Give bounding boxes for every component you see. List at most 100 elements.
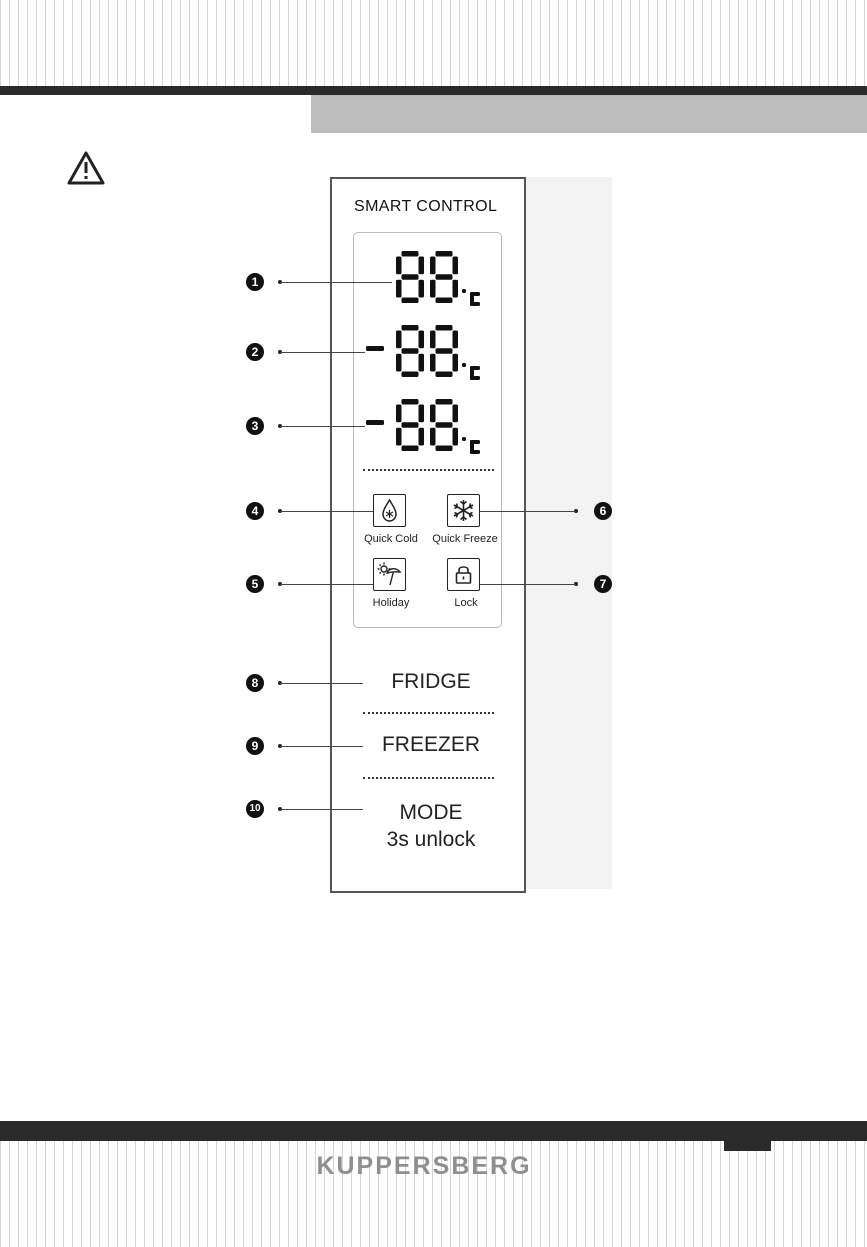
lcd-segment [435, 274, 453, 280]
fridge-temp-display [396, 251, 480, 306]
lcd-segment [401, 445, 419, 451]
leader-line [480, 584, 576, 585]
warning-triangle-icon [67, 151, 105, 185]
lcd-segment [430, 404, 436, 423]
leader-line [280, 584, 373, 585]
lcd-unit-c [470, 376, 480, 380]
lcd-unit-c [470, 366, 480, 370]
leader-line [280, 282, 392, 283]
leader-line [280, 426, 365, 427]
top-rule [0, 86, 867, 95]
mode-button[interactable]: MODE [399, 801, 463, 824]
lcd-segment [418, 353, 424, 372]
lcd-segment [401, 422, 419, 428]
lcd-segment [435, 371, 453, 377]
lcd-segment [452, 404, 458, 423]
lcd-segment [418, 330, 424, 349]
quick-cold-label: Quick Cold [364, 533, 418, 545]
lcd-segment [401, 371, 419, 377]
section-header-bar [311, 95, 867, 133]
leader-dot [574, 509, 578, 513]
lcd-segment [396, 353, 402, 372]
mode-unlock-label: 3s unlock [386, 828, 476, 851]
lcd-degree-dot [462, 363, 466, 367]
callout-number: 7 [594, 575, 612, 593]
lcd-segment [401, 325, 419, 331]
brand-logo: KUPPERSBERG [316, 1152, 532, 1180]
lcd-segment [396, 256, 402, 275]
divider [363, 712, 494, 714]
lock-label: Lock [454, 597, 478, 609]
lcd-unit-c [470, 302, 480, 306]
lcd-segment [430, 427, 436, 446]
holiday-icon[interactable] [373, 558, 406, 591]
lcd-segment [435, 422, 453, 428]
lcd-segment [401, 251, 419, 257]
lcd-unit-c [470, 450, 480, 454]
lcd-segment [452, 330, 458, 349]
lcd-segment [418, 279, 424, 298]
lcd-segment [396, 404, 402, 423]
lcd-unit-c [470, 440, 480, 444]
lcd-segment [452, 427, 458, 446]
leader-line [480, 511, 576, 512]
lock-icon[interactable] [447, 558, 480, 591]
lcd-segment [401, 348, 419, 354]
lcd-segment [435, 399, 453, 405]
leader-line [280, 746, 363, 747]
leader-dot [574, 582, 578, 586]
leader-line [280, 511, 373, 512]
lcd-segment [435, 297, 453, 303]
lcd-unit-c [470, 292, 480, 296]
freezer-temp-display [366, 325, 480, 380]
callout-number: 6 [594, 502, 612, 520]
lcd-segment [435, 348, 453, 354]
lcd-segment [452, 256, 458, 275]
lcd-segment [452, 279, 458, 298]
control-panel [330, 177, 526, 893]
lcd-segment [396, 279, 402, 298]
lcd-segment [396, 330, 402, 349]
divider [363, 469, 494, 471]
lcd-segment [418, 427, 424, 446]
lcd-segment [401, 297, 419, 303]
bottom-stripe-band [0, 1141, 867, 1247]
callout-number: 9 [246, 737, 264, 755]
lcd-degree-dot [462, 437, 466, 441]
lcd-segment [418, 404, 424, 423]
leader-line [280, 683, 363, 684]
holiday-label: Holiday [372, 597, 410, 609]
freezer-button[interactable]: FREEZER [381, 733, 480, 756]
lcd-segment [435, 251, 453, 257]
lcd-segment [430, 279, 436, 298]
bottom-rule [0, 1121, 867, 1141]
extra-temp-display [366, 399, 480, 454]
lcd-segment [418, 256, 424, 275]
lcd-minus [366, 420, 384, 425]
top-stripe-band [0, 0, 867, 86]
display-area [353, 232, 502, 628]
callout-number: 10 [246, 800, 264, 818]
lcd-minus [366, 346, 384, 351]
panel-title: SMART CONTROL [354, 198, 498, 215]
quick-cold-icon[interactable] [373, 494, 406, 527]
callout-number: 5 [246, 575, 264, 593]
callout-number: 1 [246, 273, 264, 291]
leader-line [280, 809, 363, 810]
callout-number: 4 [246, 502, 264, 520]
divider [363, 777, 494, 779]
callout-number: 8 [246, 674, 264, 692]
lcd-segment [430, 330, 436, 349]
lcd-segment [435, 325, 453, 331]
lcd-segment [401, 274, 419, 280]
fridge-button[interactable]: FRIDGE [391, 670, 471, 693]
lcd-segment [396, 427, 402, 446]
lcd-degree-dot [462, 289, 466, 293]
lcd-segment [430, 256, 436, 275]
lcd-segment [401, 399, 419, 405]
leader-line [280, 352, 365, 353]
panel-shadow [526, 177, 612, 889]
snowflake-icon[interactable] [447, 494, 480, 527]
quick-freeze-label: Quick Freeze [432, 533, 498, 545]
lcd-segment [430, 353, 436, 372]
